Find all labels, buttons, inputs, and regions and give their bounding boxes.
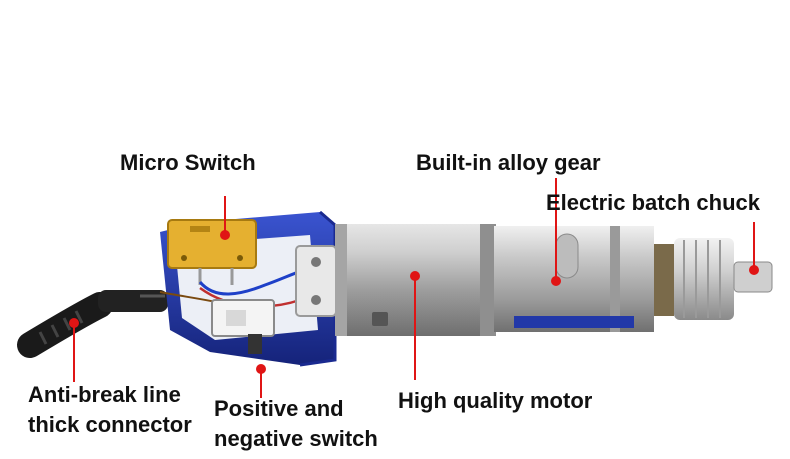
- cable: [17, 290, 168, 358]
- micro-switch-component: [167, 219, 257, 285]
- label-anti-break-line-1: Anti-break line: [28, 382, 181, 407]
- pointer-dot-alloy-gear: [551, 276, 561, 286]
- pointer-dot-micro-switch: [220, 230, 230, 240]
- pointer-lead-chuck: [753, 222, 755, 268]
- label-alloy-gear: Built-in alloy gear: [416, 150, 601, 175]
- pointer-lead-motor: [414, 280, 416, 380]
- pointer-dot-chuck: [749, 265, 759, 275]
- gearbox-component: [494, 226, 654, 332]
- pointer-dot-motor: [410, 271, 420, 281]
- label-micro-switch: Micro Switch: [120, 150, 256, 175]
- direction-switch-component: [211, 299, 275, 354]
- label-anti-break-line-2: thick connector: [28, 412, 192, 437]
- pointer-dot-cable: [69, 318, 79, 328]
- pointer-lead-cable: [73, 326, 75, 382]
- label-batch-chuck: Electric batch chuck: [546, 190, 760, 215]
- pointer-dot-direction-switch: [256, 364, 266, 374]
- label-motor: High quality motor: [398, 388, 593, 413]
- pointer-lead-micro-switch: [224, 196, 226, 236]
- label-pos-neg-switch-2: negative switch: [214, 426, 378, 451]
- pointer-lead-alloy-gear: [555, 178, 557, 278]
- pointer-lead-direction-switch: [260, 372, 262, 398]
- label-pos-neg-switch-1: Positive and: [214, 396, 344, 421]
- chuck-component: [654, 238, 773, 320]
- brush-terminals: [295, 245, 337, 317]
